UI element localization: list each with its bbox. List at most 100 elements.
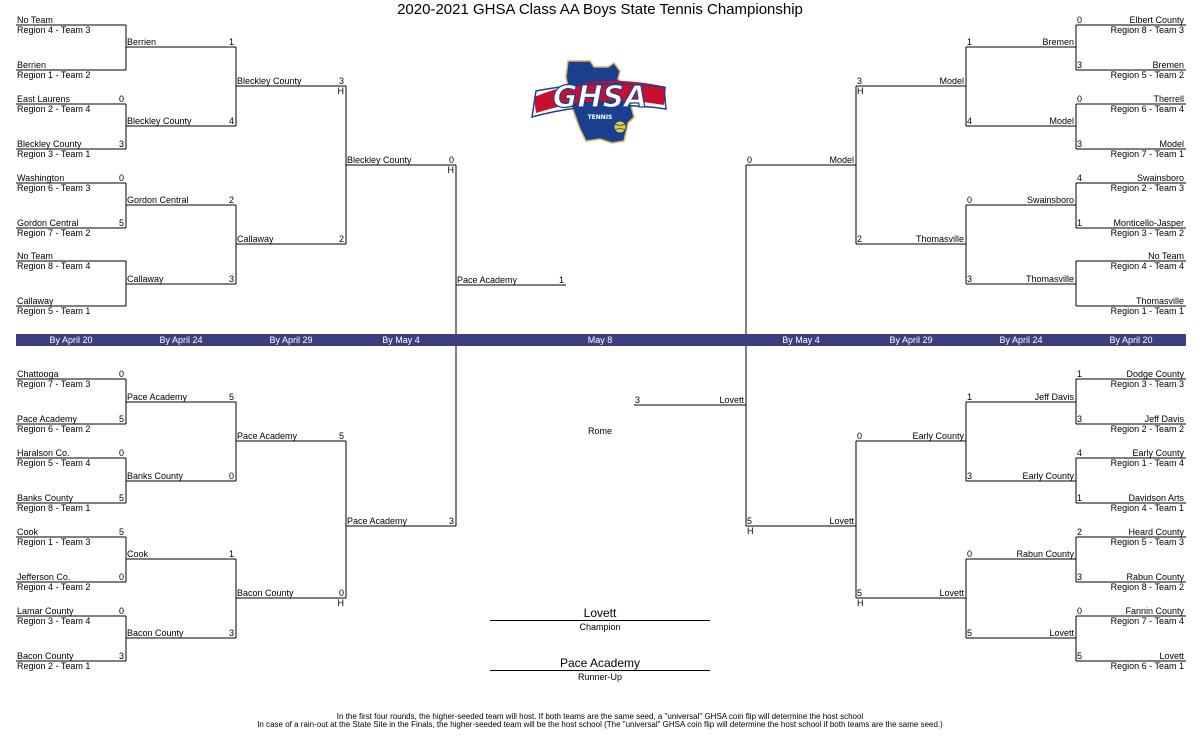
- team-name: Banks County: [127, 471, 184, 481]
- seed-label: Region 1 - Team 3: [17, 537, 91, 547]
- team-name: No Team: [1148, 251, 1184, 261]
- team-name: Lovett: [1049, 628, 1074, 638]
- team-name: Lovett: [939, 588, 964, 598]
- team-score: 3: [228, 628, 234, 638]
- seed-label: Region 2 - Team 1: [17, 661, 91, 671]
- team-score: 0: [118, 94, 124, 104]
- seed-label: Region 6 - Team 1: [1110, 661, 1184, 671]
- seed-label: Region 5 - Team 2: [1110, 70, 1184, 80]
- team-score: 1: [967, 37, 973, 47]
- team-score: 0: [1077, 15, 1083, 25]
- team-name: Haralson Co.: [17, 448, 70, 458]
- seed-label: Region 5 - Team 1: [17, 306, 91, 316]
- team-score: 5: [118, 527, 124, 537]
- team-score: 1: [967, 392, 973, 402]
- team-score: 1: [228, 37, 234, 47]
- team-name: Model: [1049, 116, 1074, 126]
- team-score: 3: [118, 139, 124, 149]
- team-name: Callaway: [17, 296, 54, 306]
- seed-label: Region 8 - Team 1: [17, 503, 91, 513]
- team-score: 0: [967, 195, 973, 205]
- host-marker: H: [447, 165, 455, 175]
- team-score: 5: [118, 218, 124, 228]
- seed-label: Region 7 - Team 3: [17, 379, 91, 389]
- seed-label: Region 5 - Team 3: [1110, 537, 1184, 547]
- finalist-left-name: Pace Academy: [457, 275, 518, 285]
- team-name: Bacon County: [127, 628, 184, 638]
- round-date-final: May 8: [587, 335, 613, 345]
- team-name: Berrien: [127, 37, 157, 47]
- ghsa-tennis-logo: GHSA TENNIS: [528, 57, 670, 145]
- seed-label: Region 3 - Team 4: [17, 616, 91, 626]
- seed-label: Region 2 - Team 3: [1110, 183, 1184, 193]
- team-name: Rabun County: [1126, 572, 1184, 582]
- seed-label: Region 4 - Team 1: [1110, 503, 1184, 513]
- seed-label: Region 7 - Team 1: [1110, 149, 1184, 159]
- seed-label: Region 8 - Team 2: [1110, 582, 1184, 592]
- seed-label: Region 6 - Team 2: [17, 424, 91, 434]
- team-score: 3: [1077, 572, 1083, 582]
- team-score: 0: [118, 448, 124, 458]
- round-date-left-4: By May 4: [382, 335, 420, 345]
- seed-label: Region 8 - Team 4: [17, 261, 91, 271]
- seed-label: Region 4 - Team 4: [1110, 261, 1184, 271]
- rainout-note: In case of a rain-out at the State Site …: [257, 720, 943, 729]
- team-name: Model: [829, 155, 854, 165]
- team-name: Bremen: [1152, 60, 1184, 70]
- svg-text:TENNIS: TENNIS: [588, 114, 613, 121]
- team-score: 0: [448, 155, 454, 165]
- host-marker: H: [857, 86, 864, 96]
- host-marker: H: [337, 86, 345, 96]
- host-marker: H: [747, 526, 754, 536]
- team-score: 2: [857, 234, 863, 244]
- host-marker: H: [337, 598, 345, 608]
- team-name: Washington: [17, 173, 65, 183]
- seed-label: Region 3 - Team 2: [1110, 228, 1184, 238]
- team-score: 5: [338, 431, 344, 441]
- team-name: Pace Academy: [127, 392, 188, 402]
- team-score: 3: [1077, 414, 1083, 424]
- champion-label: Champion: [490, 620, 710, 632]
- team-name: Model: [1159, 139, 1184, 149]
- team-name: Bacon County: [237, 588, 294, 598]
- team-name: Chattooga: [17, 369, 59, 379]
- team-name: Early County: [1132, 448, 1184, 458]
- team-name: Thomasville: [1025, 274, 1074, 284]
- seed-label: Region 3 - Team 1: [17, 149, 91, 159]
- team-name: Bremen: [1042, 37, 1074, 47]
- champion-name: Lovett: [583, 606, 617, 620]
- team-score: 0: [118, 606, 124, 616]
- team-name: Jeff Davis: [1034, 392, 1074, 402]
- team-name: Thomasville: [1135, 296, 1184, 306]
- team-name: Pace Academy: [237, 431, 298, 441]
- team-score: 5: [857, 588, 863, 598]
- seed-label: Region 3 - Team 3: [1110, 379, 1184, 389]
- team-score: 3: [1077, 60, 1083, 70]
- team-name: Therrell: [1153, 94, 1184, 104]
- team-name: Bleckley County: [347, 155, 412, 165]
- team-score: 4: [1077, 448, 1083, 458]
- round-date-left-1: By April 20: [49, 335, 93, 345]
- team-name: Pace Academy: [17, 414, 78, 424]
- team-name: Swainsboro: [1136, 173, 1184, 183]
- team-name: No Team: [17, 15, 53, 25]
- seed-label: Region 6 - Team 3: [17, 183, 91, 193]
- finalist-right-score: 3: [635, 395, 641, 405]
- team-score: 0: [967, 549, 973, 559]
- seed-label: Region 7 - Team 4: [1110, 616, 1184, 626]
- team-name: Model: [939, 76, 964, 86]
- seed-label: Region 4 - Team 3: [17, 25, 91, 35]
- team-score: 2: [1077, 527, 1083, 537]
- team-score: 5: [118, 414, 124, 424]
- team-score: 2: [228, 195, 234, 205]
- team-score: 0: [1077, 606, 1083, 616]
- team-name: Rabun County: [1016, 549, 1074, 559]
- team-score: 3: [338, 76, 344, 86]
- runner-up-name: Pace Academy: [559, 656, 641, 670]
- team-score: 0: [1077, 94, 1083, 104]
- team-name: Banks County: [17, 493, 74, 503]
- host-marker: H: [857, 598, 864, 608]
- team-score: 5: [747, 516, 753, 526]
